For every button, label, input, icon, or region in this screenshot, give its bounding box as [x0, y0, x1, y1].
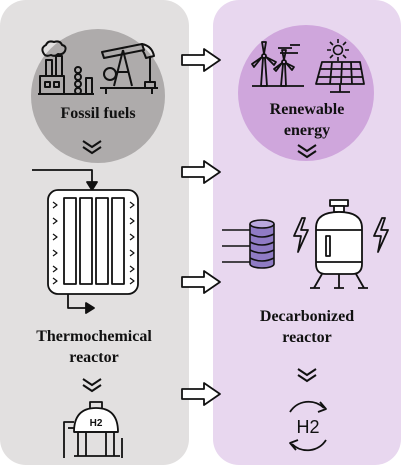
oil-pumpjack-icon: [100, 43, 158, 94]
decarbonized-reactor-label: Decarbonized reactor: [230, 306, 384, 348]
factory-icon: [38, 40, 94, 95]
renewable-energy-label: Renewable energy: [245, 99, 369, 141]
arrow-right-icon: [181, 48, 221, 72]
sun-icon: [327, 39, 349, 61]
hydrogen-cycle-icon: H2: [289, 400, 327, 452]
thermochemical-label-line2: reactor: [69, 349, 119, 366]
fossil-fuels-label: Fossil fuels: [60, 105, 136, 122]
reactor-tubes-icon: [32, 169, 139, 314]
arrow-right-icon: [181, 270, 221, 294]
double-chevron-icon: [297, 368, 317, 383]
inlet-arrow: [32, 169, 93, 186]
lightning-icon: [373, 217, 389, 253]
hydrogen-cycle-label: H2: [296, 417, 319, 437]
solar-panel-icon: [315, 61, 365, 93]
renewable-label-line2: energy: [283, 122, 331, 139]
hydrogen-tank-label: H2: [90, 418, 103, 429]
arrow-right-icon: [181, 160, 221, 184]
decarbonized-label-line1: Decarbonized: [259, 308, 355, 325]
induction-coil-icon: [222, 219, 275, 269]
outlet-arrow: [67, 294, 90, 309]
double-chevron-icon: [82, 378, 102, 393]
wind-turbine-icon: [251, 41, 304, 87]
lightning-icon: [293, 217, 309, 253]
decarbonized-label-line2: reactor: [282, 329, 332, 346]
thermochemical-reactor-label: Thermochemical reactor: [14, 326, 174, 368]
renewable-label-line1: Renewable: [269, 101, 345, 118]
pressure-vessel-icon: [310, 199, 368, 289]
double-chevron-icon: [82, 140, 102, 155]
double-chevron-icon: [297, 144, 317, 159]
hydrogen-tank-icon: H2: [63, 401, 123, 458]
thermochemical-label-line1: Thermochemical: [36, 328, 152, 345]
arrow-right-icon: [181, 382, 221, 406]
renewable-energy-circle: [238, 25, 374, 161]
